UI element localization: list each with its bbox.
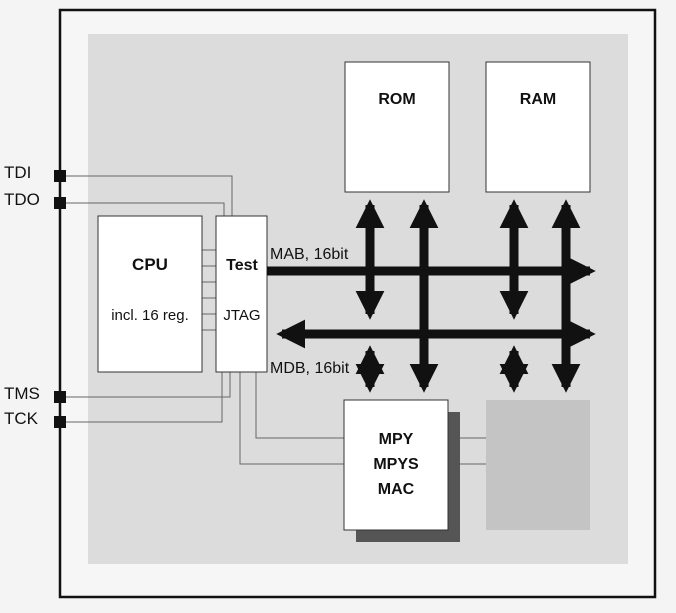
- tck-pin: [54, 416, 66, 428]
- bus-arrows: [267, 199, 596, 393]
- ram-label: RAM: [520, 91, 556, 108]
- mpy-block: [343, 399, 449, 531]
- rom-label: ROM: [378, 91, 415, 108]
- rom-block: [344, 61, 450, 193]
- cpu-subtitle: incl. 16 reg.: [111, 307, 189, 324]
- tdi-label: TDI: [4, 163, 31, 182]
- tdo-pin: [54, 197, 66, 209]
- tdo-label: TDO: [4, 190, 40, 209]
- mab-bus-label: MAB, 16bit: [270, 246, 349, 263]
- test-title: Test: [226, 257, 258, 274]
- mac-label: MAC: [378, 481, 415, 498]
- jtag-subtitle: JTAG: [223, 307, 260, 324]
- tms-pin: [54, 391, 66, 403]
- mpys-label: MPYS: [373, 456, 419, 473]
- ram-block: [485, 61, 591, 193]
- cpu-block: [97, 215, 203, 373]
- tck-label: TCK: [4, 409, 39, 428]
- tms-label: TMS: [4, 384, 40, 403]
- tdi-pin: [54, 170, 66, 182]
- cpu-title: CPU: [132, 255, 168, 274]
- mpy-label: MPY: [379, 431, 414, 448]
- mdb-bus-label: MDB, 16bit: [270, 360, 350, 377]
- test-jtag-block: [215, 215, 268, 373]
- peripheral-placeholder-block: [486, 400, 590, 530]
